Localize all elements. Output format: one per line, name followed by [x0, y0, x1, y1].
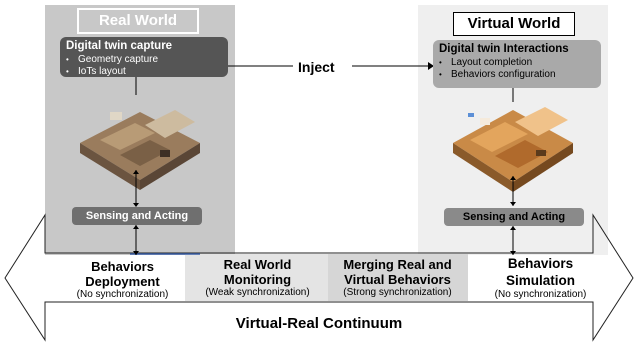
interaction-item-layout: Layout completion	[439, 57, 595, 69]
digital-twin-capture-box: Digital twin capture Geometry capture Io…	[60, 37, 228, 77]
segment-title-line2: Monitoring	[223, 272, 292, 287]
inject-label: Inject	[298, 59, 335, 75]
segment-title-line1: Real World	[223, 257, 292, 272]
segment-real-world-monitoring: Real World Monitoring (Weak synchronizat…	[190, 257, 325, 299]
segment-title-line1: Merging Real and	[343, 257, 452, 272]
segment-subtitle: (No synchronization)	[494, 289, 587, 300]
real-house-image	[80, 110, 200, 190]
segment-behaviors-simulation: Behaviors Simulation (No synchronization…	[478, 255, 603, 301]
segment-title-line1: Behaviors	[507, 256, 574, 271]
digital-twin-interactions-box: Digital twin Interactions Layout complet…	[433, 40, 601, 88]
capture-item-iots: IoTs layout	[66, 66, 222, 78]
segment-subtitle: (No synchronization)	[76, 289, 169, 300]
virtual-house-image	[453, 107, 573, 192]
virtual-world-title: Virtual World	[453, 12, 575, 36]
real-sensing-acting-box: Sensing and Acting	[72, 207, 202, 225]
segment-merging-behaviors: Merging Real and Virtual Behaviors (Stro…	[330, 257, 465, 299]
capture-box-title: Digital twin capture	[66, 40, 173, 52]
segment-subtitle: (Weak synchronization)	[205, 287, 310, 298]
continuum-label: Virtual-Real Continuum	[235, 315, 403, 332]
interactions-box-title: Digital twin Interactions	[439, 43, 569, 55]
capture-item-geometry: Geometry capture	[66, 54, 222, 66]
segment-bg-monitoring	[185, 254, 328, 301]
real-world-title: Real World	[77, 8, 199, 34]
segment-title-line2: Deployment	[85, 274, 160, 289]
segment-title-line1: Behaviors	[91, 259, 154, 274]
virtual-sensing-acting-box: Sensing and Acting	[444, 208, 584, 226]
segment-subtitle: (Strong synchronization)	[343, 287, 452, 298]
continuum-double-arrow	[4, 213, 634, 342]
segment-bg-merging	[328, 254, 468, 301]
segment-behaviors-deployment: Behaviors Deployment (No synchronization…	[60, 259, 185, 301]
segment-title-line2: Simulation	[505, 273, 575, 288]
interaction-item-behaviors: Behaviors configuration	[439, 69, 595, 81]
segment-title-line2: Virtual Behaviors	[344, 272, 451, 287]
